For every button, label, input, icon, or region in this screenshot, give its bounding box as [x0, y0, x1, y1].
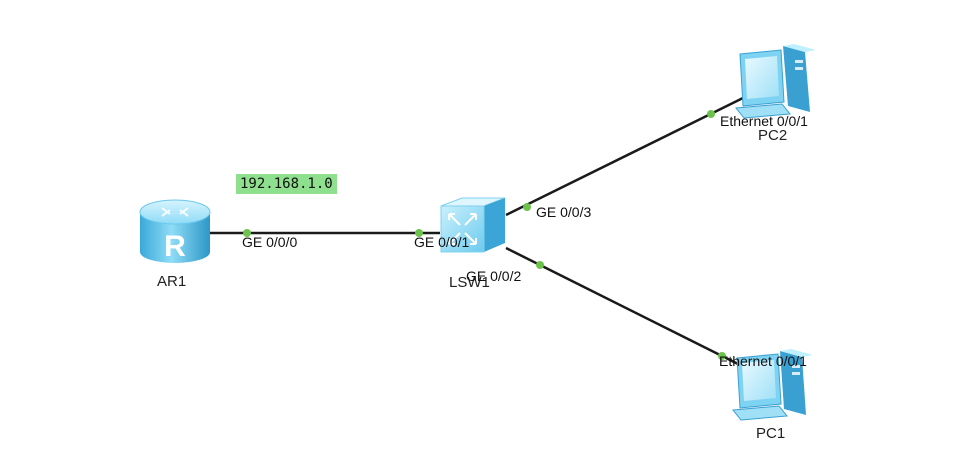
- device-label-pc1: PC1: [756, 425, 786, 442]
- router-icon[interactable]: R: [139, 199, 211, 263]
- port-dot-lsw1-ge003: [523, 203, 531, 211]
- cable-lsw1-pc2[interactable]: [505, 95, 746, 217]
- port-dot-ar1-ge000: [243, 229, 251, 237]
- port-label-lsw1-ge001: GE 0/0/1: [414, 234, 470, 250]
- svg-text:R: R: [164, 230, 186, 263]
- port-dot-lsw1-ge002: [536, 261, 544, 269]
- port-label-lsw1-ge003: GE 0/0/3: [536, 204, 592, 220]
- port-label-pc2-eth001: Ethernet 0/0/1: [720, 113, 808, 129]
- port-dot-pc2-eth001: [707, 110, 715, 118]
- switch-icon[interactable]: [440, 197, 506, 253]
- port-dot-lsw1-ge001: [415, 229, 423, 237]
- port-label-ar1-ge000: GE 0/0/0: [242, 234, 298, 250]
- device-label-router: AR1: [157, 273, 187, 290]
- pc-icon[interactable]: [732, 349, 813, 421]
- port-dot-pc1-eth001: [718, 352, 726, 360]
- network-address-note[interactable]: 192.168.1.0: [236, 174, 337, 194]
- port-label-lsw1-ge002: GE 0/0/2: [466, 268, 522, 284]
- cable-lsw1-pc1[interactable]: [505, 246, 743, 368]
- pc-icon[interactable]: [735, 44, 816, 119]
- device-label-switch: LSW1: [449, 274, 490, 291]
- port-label-pc1-eth001: Ethernet 0/0/1: [719, 353, 807, 369]
- device-label-pc2: PC2: [758, 127, 788, 144]
